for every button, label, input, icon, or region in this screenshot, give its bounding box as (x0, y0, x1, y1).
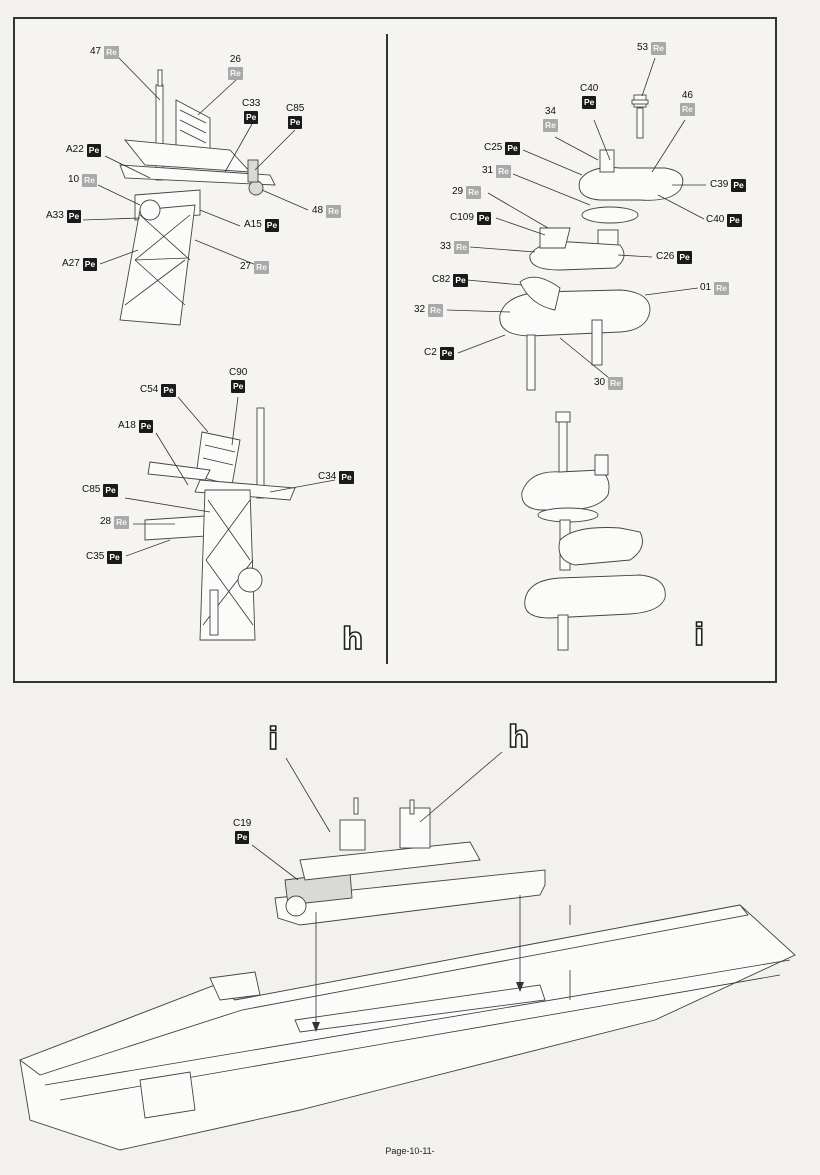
mast-h-top-drawing (119, 69, 276, 326)
mast-i-bottom-drawing (521, 411, 666, 651)
callout-i-label: i (267, 721, 279, 758)
callout-h-label: h (507, 719, 530, 756)
step-i-label: i (693, 617, 705, 654)
mast-i-top-drawing (499, 94, 684, 391)
panel-divider (386, 34, 388, 664)
step-h-label: h (341, 621, 364, 658)
steps-frame (13, 17, 777, 683)
page-number: Page-10-11- (385, 1146, 435, 1156)
ship-drawing (19, 751, 796, 1151)
leader-lines (82, 56, 706, 881)
mast-h-bottom-drawing (144, 407, 296, 641)
